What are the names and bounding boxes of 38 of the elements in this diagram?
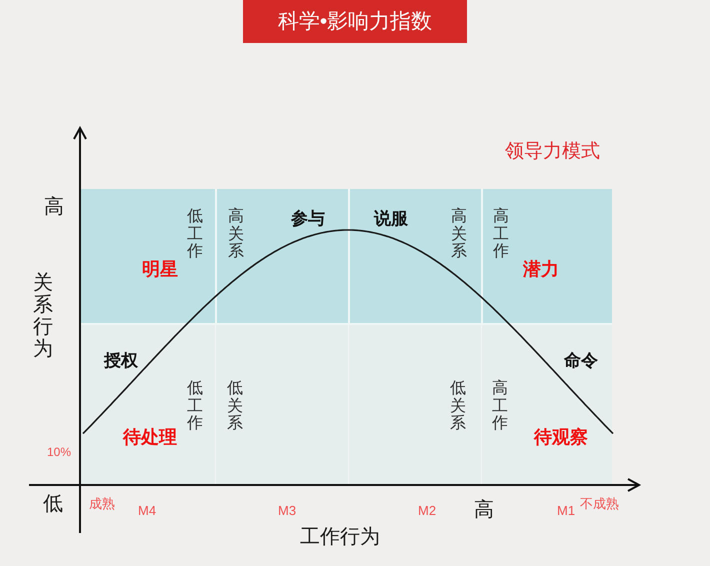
- quadrant-label: 明星: [142, 260, 178, 278]
- behavior-level-label: 低关系: [450, 380, 466, 433]
- band-cell: [215, 325, 348, 484]
- band-cell: [348, 189, 481, 325]
- stage-label: M4: [138, 504, 156, 517]
- stage-label: M1: [557, 504, 576, 517]
- axis-level-label: 高: [44, 197, 64, 217]
- band-cell: [81, 189, 215, 325]
- band-cell: [481, 325, 612, 484]
- x-axis-title: 工作行为: [300, 527, 380, 547]
- behavior-level-label: 高工作: [493, 208, 509, 261]
- quadrant-label: 待观察: [534, 428, 588, 446]
- band-cell: [81, 325, 215, 484]
- quadrant-label: 待处理: [123, 428, 177, 446]
- behavior-level-label: 低关系: [227, 380, 243, 433]
- band-cell: [481, 189, 612, 325]
- leadership-style-label: 参与: [291, 210, 325, 227]
- band-cell: [348, 325, 481, 484]
- mode-heading: 领导力模式: [505, 142, 600, 161]
- y-axis-title: 关系行为: [33, 272, 53, 360]
- behavior-level-label: 高关系: [228, 208, 244, 261]
- axis-level-label: 高: [474, 500, 494, 520]
- title-banner: 科学•影响力指数: [243, 0, 467, 43]
- stage-label: M2: [418, 504, 436, 517]
- leadership-style-label: 授权: [104, 352, 138, 369]
- behavior-level-label: 高工作: [492, 380, 508, 433]
- quadrant-label: 潜力: [523, 260, 559, 278]
- percent-label: 10%: [47, 446, 72, 458]
- behavior-level-label: 低工作: [187, 208, 203, 261]
- stage-label: M3: [278, 504, 296, 517]
- maturity-label: 成熟: [89, 497, 115, 510]
- behavior-level-label: 高关系: [451, 208, 467, 261]
- axis-level-label: 低: [43, 494, 63, 514]
- leadership-style-label: 命令: [564, 352, 598, 369]
- leadership-style-label: 说服: [374, 210, 408, 227]
- behavior-level-label: 低工作: [187, 380, 203, 433]
- maturity-label: 不成熟: [580, 497, 619, 510]
- band-cell: [215, 189, 348, 325]
